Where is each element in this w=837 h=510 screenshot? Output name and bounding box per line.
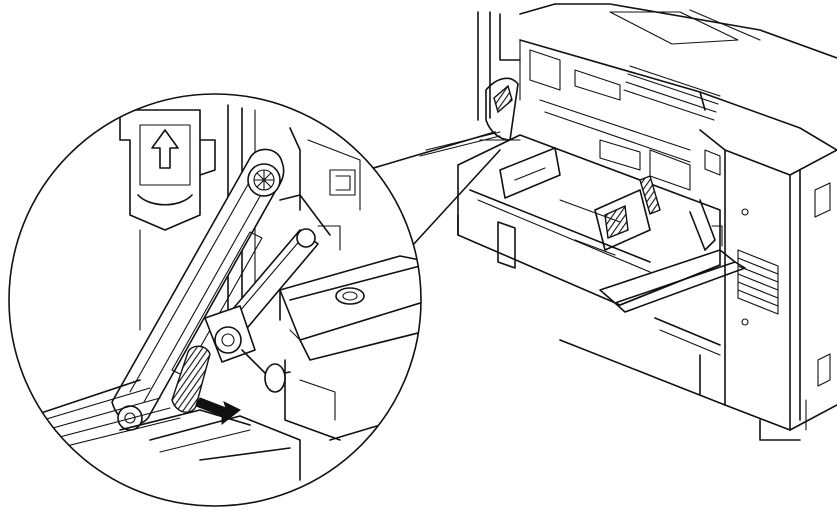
side-vent-grille (737, 249, 779, 315)
multipurpose-tray (457, 134, 746, 313)
latch-block (119, 109, 216, 331)
hinge-pivot (204, 305, 291, 393)
callout-leader (359, 131, 501, 247)
release-lever[interactable] (171, 345, 211, 413)
zoom-detail-circle (8, 93, 422, 507)
top-vent-slats (623, 65, 721, 121)
paper-guide-right (594, 189, 651, 251)
printer-body (477, 3, 837, 441)
pull-direction-arrow-icon (195, 397, 241, 426)
up-arrow-icon (151, 129, 179, 169)
paper-guide-left (499, 147, 561, 199)
